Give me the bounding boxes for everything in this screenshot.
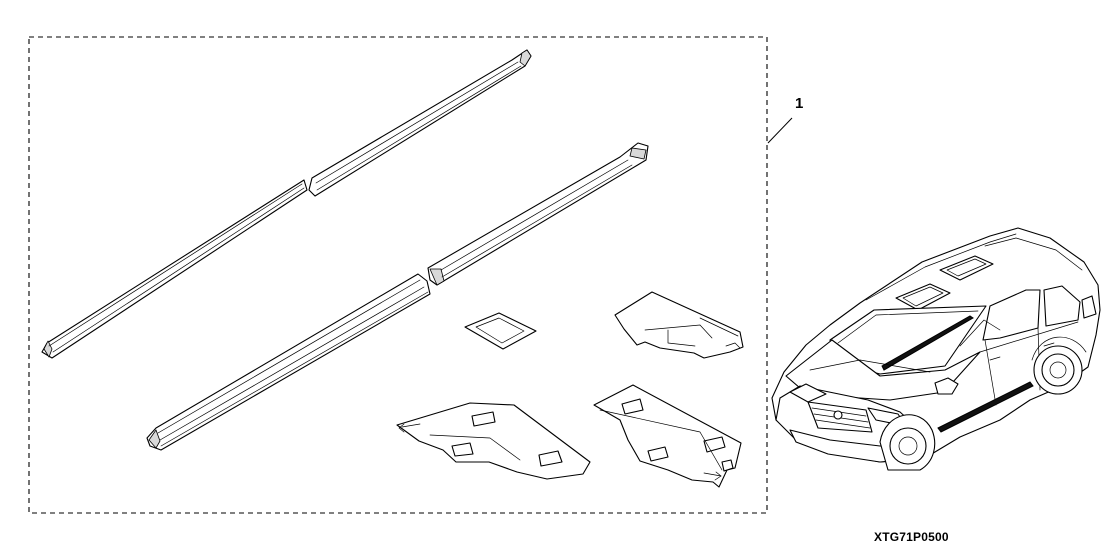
callout-number: 1 xyxy=(795,95,804,112)
positioning-template-upper xyxy=(614,291,744,359)
side-molding-lower-rear xyxy=(146,273,431,451)
side-molding-upper-rear xyxy=(41,179,308,359)
adhesive-pad-square xyxy=(464,312,537,350)
callout-leader-line xyxy=(767,117,793,144)
positioning-template-lower-left xyxy=(396,402,591,480)
vehicle-illustration xyxy=(771,227,1101,471)
side-molding-lower-front xyxy=(427,142,649,286)
positioning-template-lower-right xyxy=(593,384,742,488)
part-code-label: XTG71P0500 xyxy=(874,530,949,544)
side-molding-upper-front xyxy=(308,49,532,197)
kit-boundary-dashed-box xyxy=(28,36,768,514)
